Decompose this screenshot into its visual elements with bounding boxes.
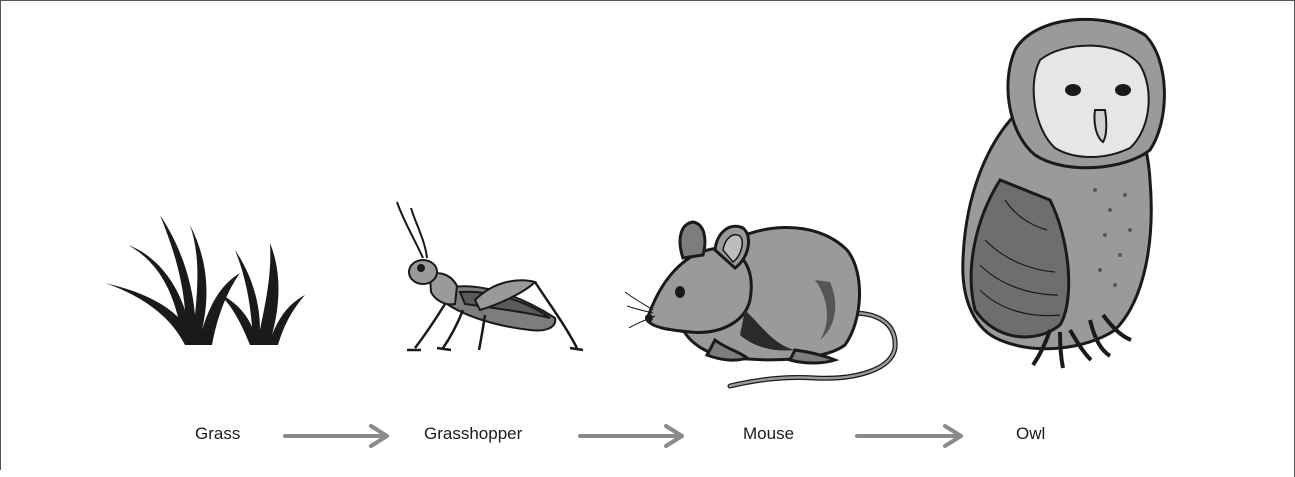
grasshopper-icon xyxy=(385,200,585,355)
label-grasshopper: Grasshopper xyxy=(424,424,522,444)
grass-icon xyxy=(100,205,310,350)
label-mouse: Mouse xyxy=(743,424,794,444)
arrow-grass-to-grasshopper xyxy=(283,424,393,448)
owl-icon xyxy=(955,10,1180,375)
label-owl: Owl xyxy=(1016,424,1045,444)
arrow-grasshopper-to-mouse xyxy=(578,424,688,448)
mouse-icon xyxy=(625,210,910,390)
arrow-mouse-to-owl xyxy=(855,424,967,448)
label-grass: Grass xyxy=(195,424,240,444)
